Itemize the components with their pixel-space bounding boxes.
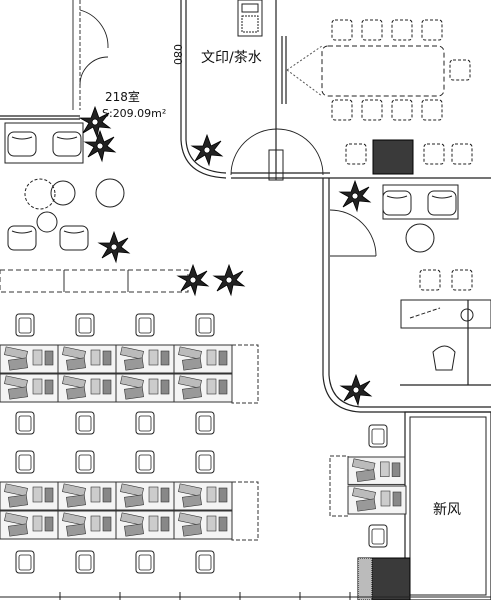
doors <box>72 0 377 257</box>
print-room <box>237 0 284 181</box>
column-top <box>372 139 414 175</box>
dimension-label: 080 <box>171 44 184 65</box>
room-name: 218室 <box>105 89 140 104</box>
manager-office <box>382 184 491 371</box>
print-tea-label: 文印/茶水 <box>201 50 262 66</box>
fresh-air-label: 新风 <box>433 502 461 518</box>
lounge <box>4 122 125 251</box>
bottom-ticks <box>0 592 491 600</box>
room-area: S:209.09m² <box>102 107 166 120</box>
workstations <box>0 269 407 574</box>
conference-table <box>286 19 473 165</box>
